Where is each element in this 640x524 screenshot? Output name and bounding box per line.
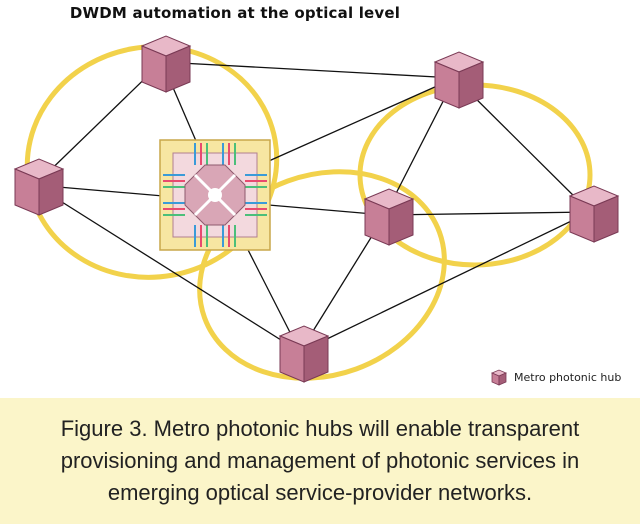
- link: [161, 61, 456, 79]
- metro-hub: [141, 35, 191, 93]
- link: [34, 61, 163, 186]
- switch-center: [208, 188, 222, 202]
- figure-caption: Figure 3. Metro photonic hubs will enabl…: [60, 416, 580, 505]
- hub-legend-icon: [490, 369, 508, 386]
- network-links: [34, 61, 591, 353]
- metro-hub: [364, 188, 414, 246]
- diagram-title: DWDM automation at the optical level: [69, 4, 401, 22]
- optical-switch: [159, 139, 271, 251]
- caption-panel: Figure 3. Metro photonic hubs will enabl…: [0, 398, 640, 524]
- legend: Metro photonic hub: [490, 368, 621, 386]
- switch-fibers: [163, 143, 267, 247]
- link: [34, 184, 301, 353]
- legend-label: Metro photonic hub: [514, 370, 622, 384]
- metro-hub: [434, 51, 484, 109]
- diagram-area: DWDM automation at the optical level Met…: [14, 4, 622, 386]
- metro-hub: [14, 158, 64, 216]
- fiber-ring: [197, 169, 447, 381]
- link: [299, 211, 591, 353]
- link: [384, 211, 591, 216]
- metro-hub: [569, 185, 619, 243]
- metro-hub: [279, 325, 329, 383]
- network-diagram: [14, 35, 619, 383]
